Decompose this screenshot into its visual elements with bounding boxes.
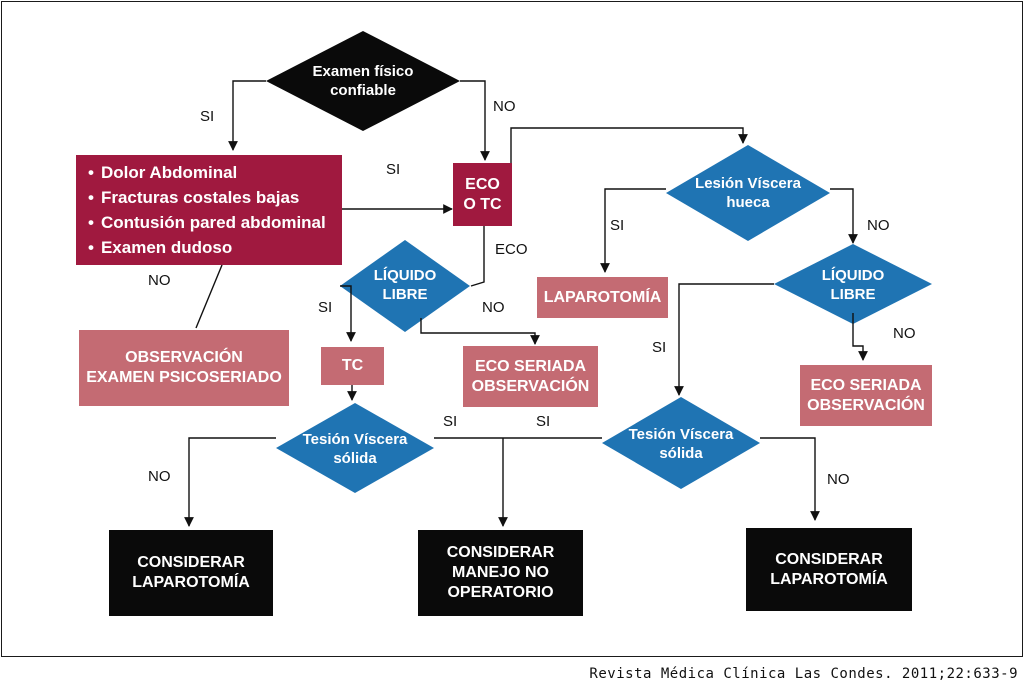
edge-label-symptoms-si: SI xyxy=(386,161,401,178)
edge-label-liquido-right-no: NO xyxy=(893,325,916,342)
eco-seriada-right-label: ECO SERIADA OBSERVACIÓN xyxy=(807,376,925,414)
edge-label-tesion-right-si: SI xyxy=(536,413,551,430)
laparotomia-label: LAPAROTOMÍA xyxy=(543,288,662,306)
edge-label-examen-no: NO xyxy=(493,98,516,115)
eco-seriada-right-box: ECO SERIADA OBSERVACIÓN xyxy=(800,365,932,426)
edge-label-tesion-right-no: NO xyxy=(827,471,850,488)
edge-examen-si xyxy=(228,80,266,151)
tesion-solida-right-diamond xyxy=(602,397,760,489)
edge-symptoms-no xyxy=(195,264,223,329)
edge-lesion-si xyxy=(600,188,666,273)
edge-label-symptoms-no: NO xyxy=(148,272,171,289)
symptom-item: Fracturas costales bajas xyxy=(88,185,326,210)
considerar-laparotomia-left-label: CONSIDERAR LAPAROTOMÍA xyxy=(132,554,250,591)
eco-tc-label: ECO O TC xyxy=(463,175,502,213)
edge-examen-no xyxy=(460,80,490,161)
edge-label-tesion-left-no: NO xyxy=(148,468,171,485)
liquido-libre-left-diamond xyxy=(340,240,470,332)
edge-liquido-right-no xyxy=(852,313,868,361)
considerar-laparotomia-left-box: CONSIDERAR LAPAROTOMÍA xyxy=(109,530,273,616)
edge-tesion-left-no xyxy=(184,437,276,527)
citation-text: Revista Médica Clínica Las Condes. 2011;… xyxy=(589,666,1018,682)
tc-label: TC xyxy=(341,357,364,374)
edge-liquido-left-no xyxy=(420,318,540,345)
eco-tc-box: ECO O TC xyxy=(453,163,512,226)
considerar-manejo-box: CONSIDERAR MANEJO NO OPERATORIO xyxy=(418,530,583,616)
symptom-item: Contusión pared abdominal xyxy=(88,210,326,235)
edge-liquido-left-si xyxy=(340,285,356,342)
considerar-laparotomia-right-label: CONSIDERAR LAPAROTOMÍA xyxy=(770,550,888,588)
edge-label-lesion-no: NO xyxy=(867,217,890,234)
symptoms-list: Dolor Abdominal Fracturas costales bajas… xyxy=(88,160,326,260)
symptoms-box: Dolor Abdominal Fracturas costales bajas… xyxy=(76,155,342,265)
observacion-psico-label: OBSERVACIÓN EXAMEN PSICOSERIADO xyxy=(86,349,282,386)
symptom-item: Examen dudoso xyxy=(88,235,326,260)
laparotomia-box: LAPAROTOMÍA xyxy=(537,277,668,318)
edge-liquido-right-si xyxy=(674,283,774,396)
edge-label-eco: ECO xyxy=(495,241,528,258)
lesion-viscera-hueca-diamond xyxy=(666,145,830,241)
edge-label-liquido-right-si: SI xyxy=(652,339,667,356)
edge-label-liquido-left-no: NO xyxy=(482,299,505,316)
edge-label-tesion-left-si: SI xyxy=(443,413,458,430)
tc-box: TC xyxy=(321,347,384,385)
edge-tesion-right-no xyxy=(760,437,820,521)
considerar-laparotomia-right-box: CONSIDERAR LAPAROTOMÍA xyxy=(746,528,912,611)
edge-label-examen-si: SI xyxy=(200,108,215,125)
eco-seriada-mid-label: ECO SERIADA OBSERVACIÓN xyxy=(471,357,590,395)
edge-lesion-no xyxy=(830,188,858,244)
symptom-item: Dolor Abdominal xyxy=(88,160,326,185)
edge-eco-tc-to-lesion xyxy=(510,127,748,163)
tesion-solida-left-diamond xyxy=(276,403,434,493)
observacion-psico-box: OBSERVACIÓN EXAMEN PSICOSERIADO xyxy=(79,330,289,406)
considerar-manejo-label: CONSIDERAR MANEJO NO OPERATORIO xyxy=(446,544,555,601)
edge-eco-to-liquido xyxy=(470,226,485,287)
edge-label-liquido-left-si: SI xyxy=(318,299,333,316)
edge-label-lesion-si: SI xyxy=(610,217,625,234)
eco-seriada-mid-box: ECO SERIADA OBSERVACIÓN xyxy=(463,346,598,407)
liquido-libre-right-diamond xyxy=(774,244,932,324)
examen-fisico-diamond xyxy=(266,31,460,131)
